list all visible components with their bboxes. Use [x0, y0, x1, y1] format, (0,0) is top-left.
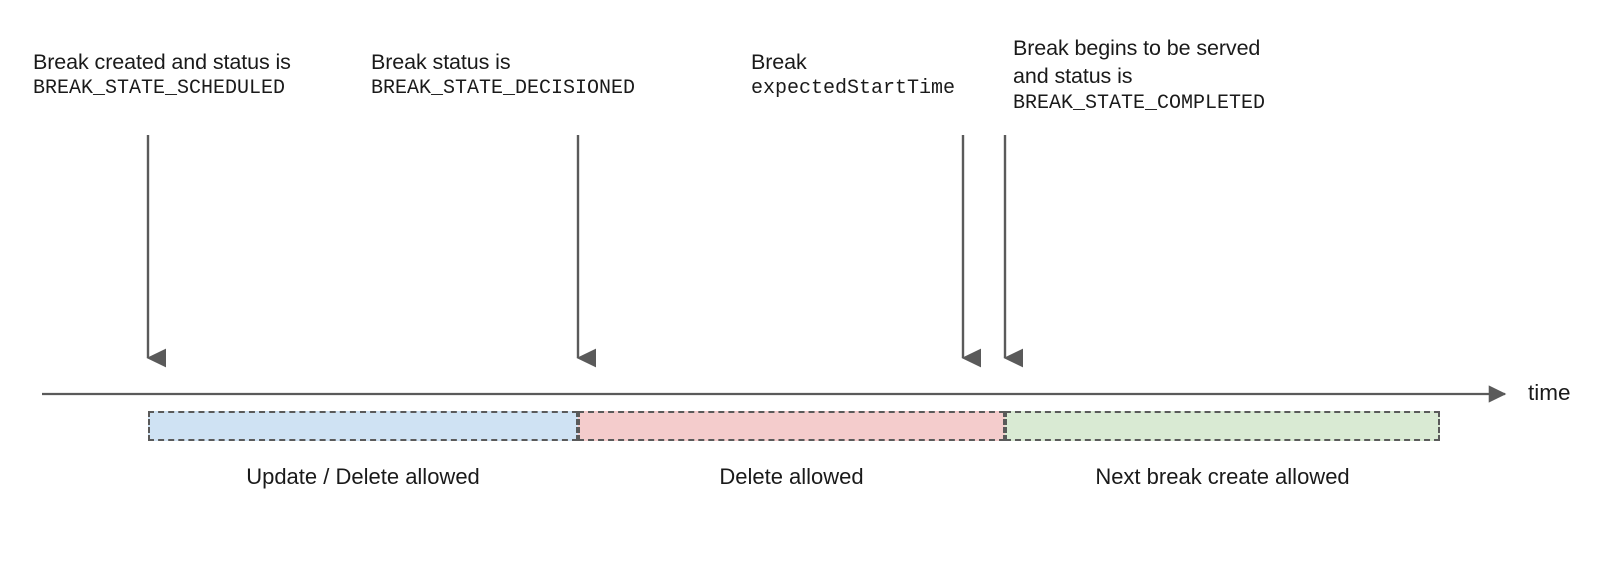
phase-bar-update-delete — [148, 411, 578, 441]
annotation-completed-line-3: BREAK_STATE_COMPLETED — [1013, 91, 1266, 115]
annotation-completed: Break begins to be served and status is … — [1013, 34, 1265, 117]
axis-label-time: time — [1528, 380, 1571, 405]
annotation-completed-line-1: Break begins to be served — [1013, 36, 1261, 60]
annotation-scheduled-line-1: Break created and status is — [33, 50, 291, 74]
annotation-decisioned-line-1: Break status is — [371, 50, 511, 74]
phase-bar-next-break — [1005, 411, 1440, 441]
annotation-expected-start-time-line-2: expectedStartTime — [751, 77, 956, 101]
annotation-expected-start-time: Break expectedStartTime — [751, 48, 955, 103]
annotation-completed-line-2: and status is — [1013, 64, 1133, 89]
phase-bar-delete-only — [578, 411, 1005, 441]
phase-caption-next-break: Next break create allowed — [1095, 464, 1350, 489]
annotation-expected-start-time-line-1: Break — [751, 50, 807, 74]
annotation-decisioned-line-2: BREAK_STATE_DECISIONED — [371, 77, 636, 101]
annotation-decisioned: Break status is BREAK_STATE_DECISIONED — [371, 48, 635, 103]
annotation-scheduled-line-2: BREAK_STATE_SCHEDULED — [33, 77, 286, 101]
annotation-scheduled: Break created and status is BREAK_STATE_… — [33, 48, 291, 103]
phase-caption-update-delete: Update / Delete allowed — [246, 464, 480, 489]
phase-caption-delete-only: Delete allowed — [719, 464, 864, 489]
